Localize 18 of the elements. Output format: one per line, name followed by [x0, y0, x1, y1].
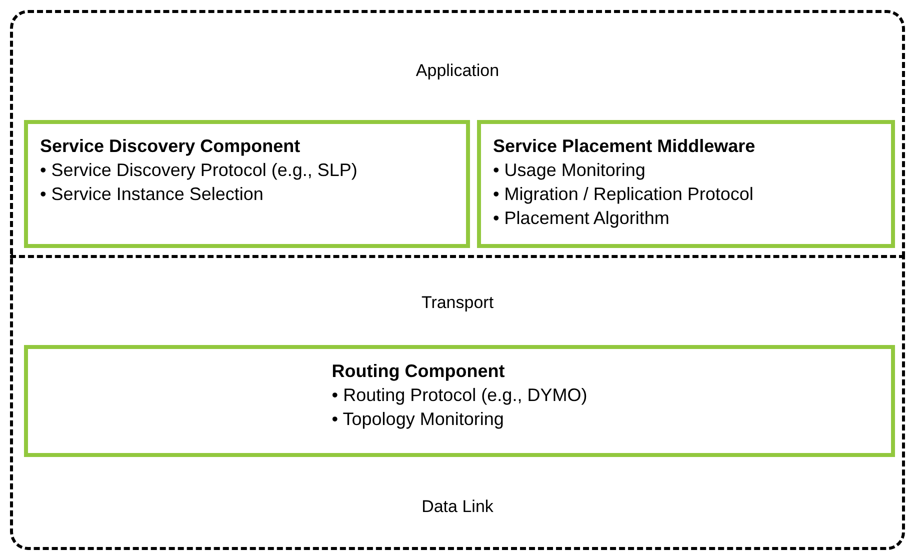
component-title: Routing Component — [332, 360, 506, 383]
layer-label: Application — [416, 61, 500, 80]
component-box — [24, 120, 470, 248]
bullet-item: • Topology Monitoring — [332, 408, 505, 431]
layer-label: Data Link — [422, 497, 494, 516]
bullet-item: • Service Discovery Protocol (e.g., SLP) — [40, 159, 358, 182]
bullet-item: • Routing Protocol (e.g., DYMO) — [332, 384, 588, 407]
layer-region — [10, 255, 905, 550]
layer-label: Transport — [421, 293, 494, 312]
bullet-item: • Service Instance Selection — [40, 183, 264, 206]
component-title: Service Discovery Component — [40, 135, 302, 158]
component-title: Service Placement Middleware — [493, 135, 756, 158]
bullet-item: • Usage Monitoring — [493, 159, 646, 182]
component-box — [477, 120, 895, 248]
layer-region — [10, 10, 905, 258]
component-box — [24, 345, 895, 457]
bullet-item: • Migration / Replication Protocol — [493, 183, 754, 206]
bullet-item: • Placement Algorithm — [493, 207, 670, 230]
